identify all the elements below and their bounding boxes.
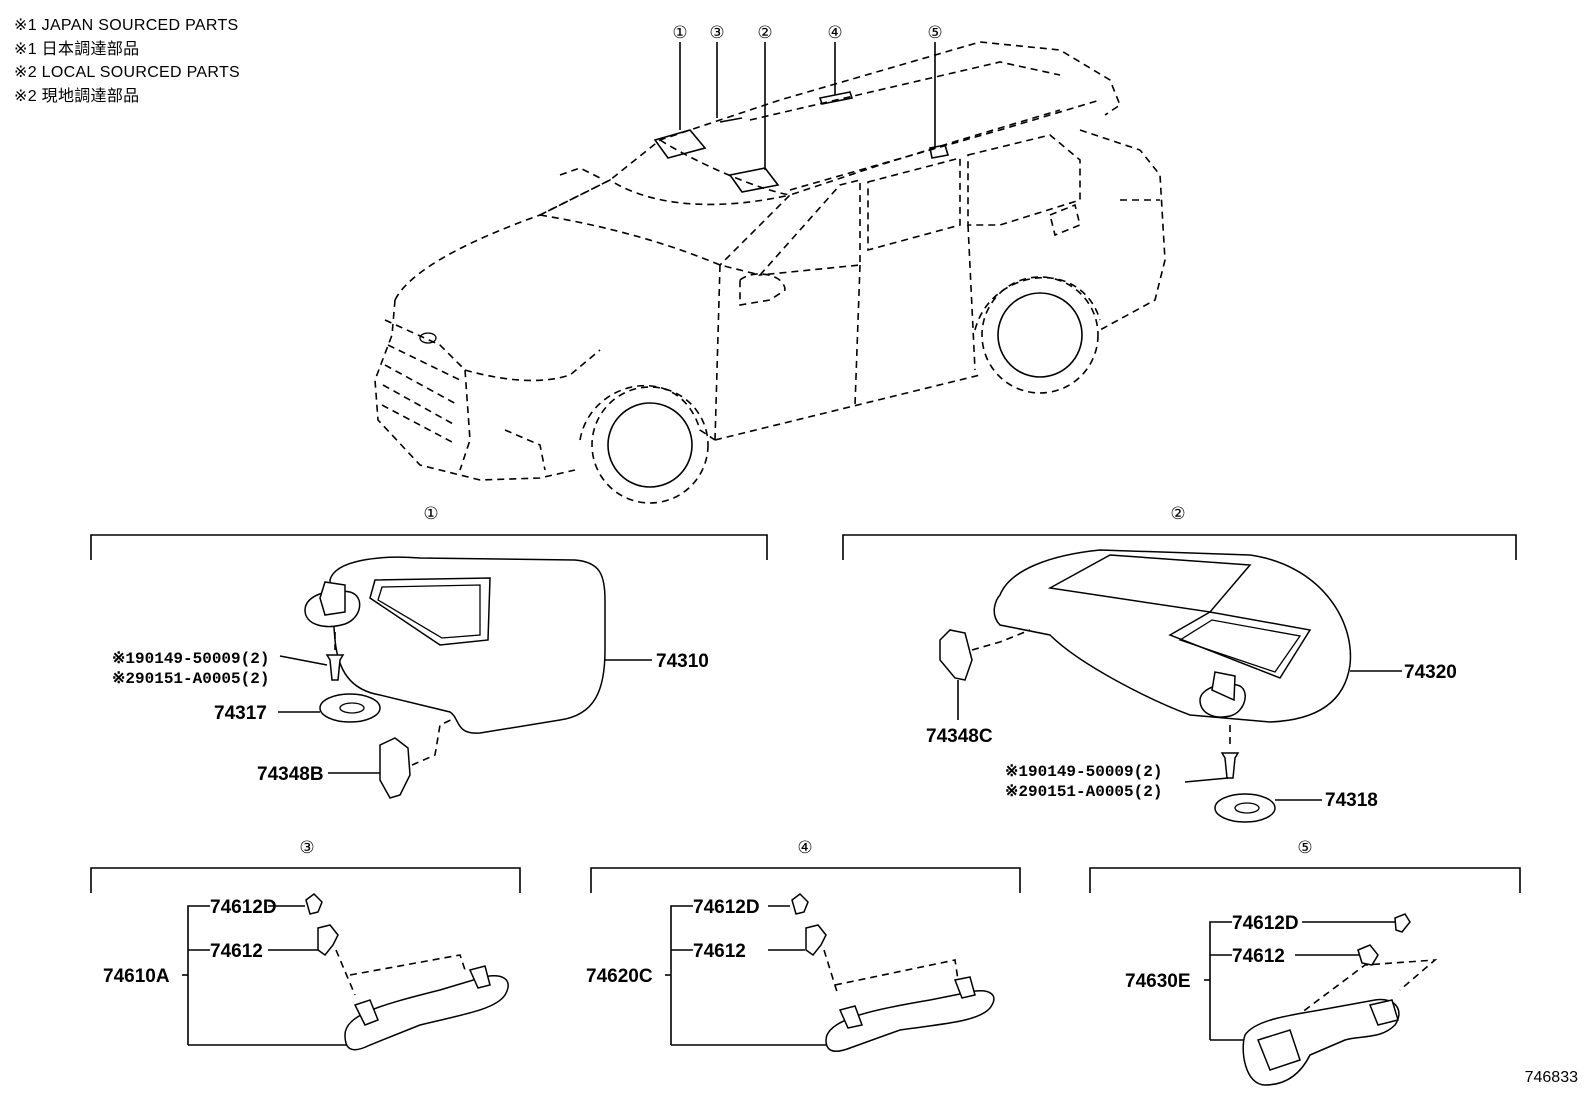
part-74620C: 74620C: [586, 966, 653, 987]
part-74630E: 74630E: [1125, 971, 1191, 992]
part-screw-2b: ※290151-A0005(2): [1005, 783, 1162, 801]
section-1-marker: ①: [423, 504, 438, 524]
section-4-marker: ④: [797, 838, 812, 858]
part-74348B: 74348B: [257, 764, 324, 785]
part-screw-2: ※290151-A0005(2): [112, 670, 269, 688]
legend: ※1 JAPAN SOURCED PARTS ※1 日本調達部品 ※2 LOCA…: [14, 14, 240, 108]
part-74612D-3: 74612D: [210, 897, 277, 918]
part-74612D-5: 74612D: [1232, 913, 1299, 934]
callout-1: ①: [672, 23, 687, 43]
part-74612D-4: 74612D: [693, 897, 760, 918]
section-5-marker: ⑤: [1297, 838, 1312, 858]
assist-grip-3: [344, 974, 509, 1051]
visor-cover: [319, 693, 381, 723]
callout-3: ③: [709, 23, 724, 43]
part-screw-1b: ※190149-50009(2): [1005, 763, 1162, 781]
part-74318: 74318: [1325, 790, 1378, 811]
part-screw-1: ※190149-50009(2): [112, 650, 269, 668]
assist-grip-4: [825, 990, 995, 1052]
section-3-marker: ③: [299, 838, 314, 858]
section-2: ②: [842, 504, 1517, 823]
part-74348C: 74348C: [926, 726, 993, 747]
part-74320: 74320: [1404, 662, 1457, 683]
callout-2: ②: [757, 23, 772, 43]
screw: [325, 654, 345, 681]
section-1: ①: [90, 504, 768, 799]
callout-5: ⑤: [927, 23, 942, 43]
figure-number: 746833: [1524, 1069, 1578, 1086]
part-74612-3: 74612: [210, 941, 263, 962]
part-74612-5: 74612: [1232, 946, 1285, 967]
callout-4: ④: [827, 23, 842, 43]
section-3: ③: [90, 838, 521, 1051]
section-2-marker: ②: [1170, 504, 1185, 524]
visor-holder: [379, 737, 411, 799]
section-5: ⑤: [1089, 838, 1521, 1086]
part-74612-4: 74612: [693, 941, 746, 962]
section-4: ④: [590, 838, 1021, 1052]
legend-line-4: ※2 現地調達部品: [14, 87, 140, 105]
part-74610A: 74610A: [103, 966, 170, 987]
vehicle-illustration: [374, 41, 1166, 504]
part-74317: 74317: [214, 703, 267, 724]
legend-line-3: ※2 LOCAL SOURCED PARTS: [14, 64, 240, 81]
legend-line-1: ※1 JAPAN SOURCED PARTS: [14, 17, 239, 34]
part-74310: 74310: [656, 651, 709, 672]
legend-line-2: ※1 日本調達部品: [14, 40, 140, 58]
